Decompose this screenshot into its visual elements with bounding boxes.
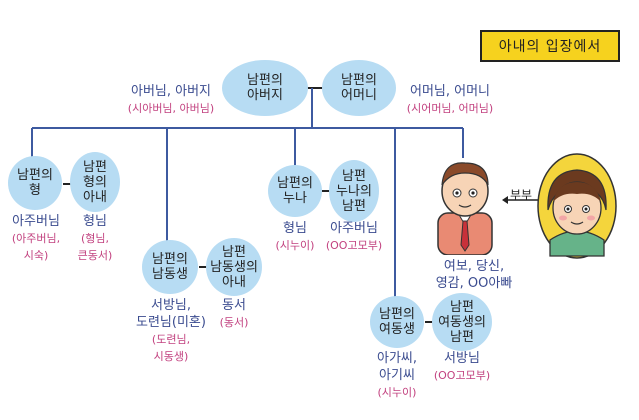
node-younger-brother: 남편의 남동생 — [142, 240, 198, 294]
couple-label: 부부 — [510, 188, 533, 202]
spouse-dash — [63, 183, 71, 185]
node-younger-sister-husband: 남편 여동생의 남편 — [432, 293, 492, 351]
label-younger-sister-husband: 서방님 (OO고모부) — [433, 351, 491, 382]
label-father-in-law: 아버님, 아버지 (시아버님, 아버님) — [127, 84, 215, 115]
label-husband: 여보, 당신, 영감, OO아빠 — [435, 259, 513, 291]
node-older-brother: 남편의 형 — [8, 156, 62, 210]
spouse-dash — [425, 321, 433, 323]
node-older-brother-wife: 남편 형의 아내 — [70, 152, 120, 212]
label-younger-brother-wife: 동서 (동서) — [219, 298, 249, 329]
node-older-sister-husband: 남편 누나의 남편 — [329, 160, 379, 222]
title-badge: 아내의 입장에서 — [480, 30, 620, 62]
spouse-dash — [199, 266, 207, 268]
node-older-sister: 남편의 누나 — [268, 165, 322, 217]
spouse-dash — [322, 190, 330, 192]
node-mother-in-law: 남편의 어머니 — [322, 60, 396, 116]
wife-illustration — [537, 153, 617, 259]
label-mother-in-law: 어머님, 어머니 (시어머님, 어머님) — [406, 84, 494, 115]
label-older-sister-husband: 아주버님 (OO고모부) — [325, 221, 383, 252]
node-younger-brother-wife: 남편 남동생의 아내 — [206, 238, 262, 296]
label-older-brother-wife: 형님 (형님, 큰동서) — [77, 214, 113, 262]
label-younger-sister: 아가씨, 아기씨 (시누이) — [376, 351, 417, 399]
label-older-brother: 아주버님 (아주버님, 시숙) — [11, 214, 61, 262]
node-younger-sister: 남편의 여동생 — [370, 296, 424, 348]
label-older-sister: 형님 (시누이) — [275, 221, 315, 252]
label-younger-brother: 서방님, 도련님(미혼) (도련님, 시동생) — [136, 298, 206, 363]
node-father-in-law: 남편의 아버지 — [222, 60, 308, 116]
husband-illustration — [437, 162, 493, 255]
